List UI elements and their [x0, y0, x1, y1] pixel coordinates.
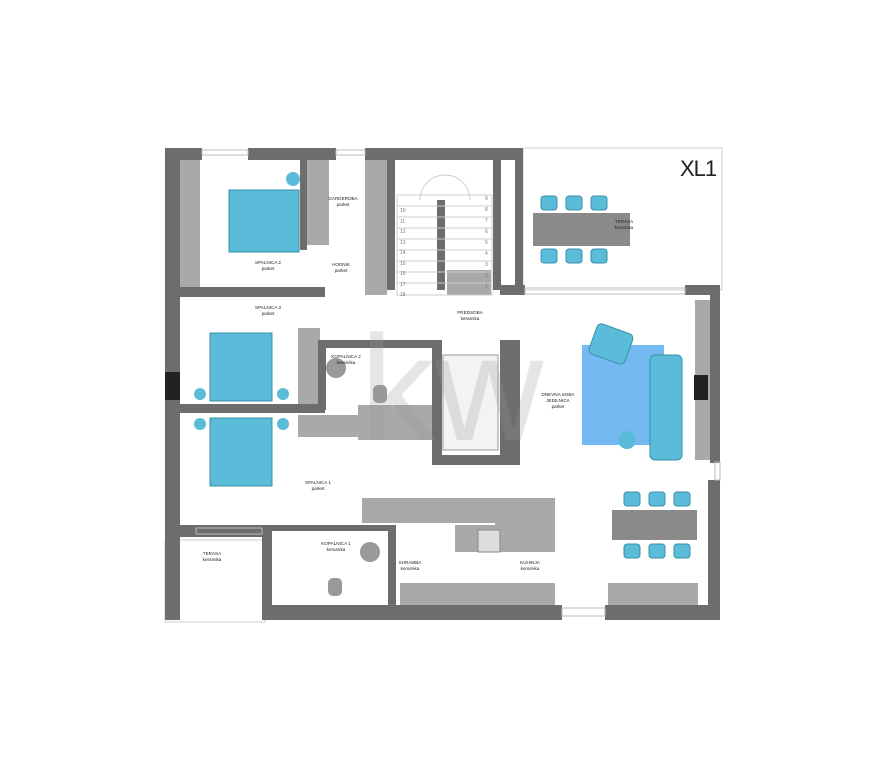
room-name: HODNIK	[332, 262, 350, 267]
stair-step-number: 14	[400, 250, 406, 256]
bed-spalnica-2	[228, 189, 300, 253]
room-floor: parket	[336, 202, 350, 207]
room-name: SPALNICA 2	[255, 260, 281, 265]
room-name: KUHINJA	[520, 560, 540, 565]
staircase[interactable]	[396, 174, 493, 296]
stair-step-number: 6	[485, 229, 488, 235]
room-floor: parket	[334, 268, 348, 273]
room-name: TERASA	[614, 219, 634, 224]
room-name: KOPALNICA 2	[331, 354, 361, 359]
room-name: GARDEROBA	[328, 196, 358, 201]
room-name: PREDSOBA	[457, 310, 483, 315]
furniture	[194, 172, 697, 596]
room-floor: keramika	[614, 225, 634, 230]
stair-step-number: 7	[485, 218, 488, 224]
stair-step-number: 5	[485, 240, 488, 246]
walls	[165, 148, 720, 620]
room-floor: keramika	[400, 566, 420, 571]
inner-walls	[180, 160, 710, 608]
room-floor: keramika	[336, 360, 356, 365]
room-name: KOPALNICA 1	[321, 541, 351, 546]
room-floor: parket	[311, 486, 325, 491]
room-floor: parket	[551, 404, 565, 409]
room-floor: keramika	[460, 316, 480, 321]
stair-step-number: 15	[400, 260, 406, 267]
stair-step-number: 13	[400, 239, 406, 246]
room-name: SHRAMBA	[398, 560, 422, 565]
room-floor: keramika	[520, 566, 540, 571]
stair-step-number: 3	[485, 262, 488, 268]
stair-step-number: 9	[485, 196, 488, 202]
room-name: DNEVNA SOBA JEDILNICA	[541, 392, 575, 403]
room-floor: parket	[261, 311, 275, 316]
terrace-table	[533, 213, 630, 246]
stair-step-number: 2	[485, 273, 488, 279]
stair-step-number: 11	[400, 218, 406, 225]
bed-spalnica-1	[209, 417, 273, 487]
room-name: SPALNICA 1	[305, 480, 331, 485]
unit-label: XL1	[680, 156, 717, 181]
room-floor: keramika	[326, 547, 346, 552]
room-name: TERASA	[202, 551, 222, 556]
watermark: kw	[360, 304, 544, 472]
stair-step-number: 1	[485, 284, 488, 290]
stair-step-number: 17	[400, 281, 406, 288]
stair-step-number: 18	[400, 292, 406, 298]
stair-step-number: 4	[485, 251, 488, 257]
stair-step-number: 16	[400, 271, 406, 277]
sofa	[649, 354, 683, 461]
terrace-lower	[164, 539, 266, 623]
room-floor: keramika	[202, 557, 222, 562]
dining-table	[612, 510, 697, 540]
stair-step-number: 10	[400, 208, 406, 214]
stair-step-number: 12	[400, 229, 406, 235]
bed-spalnica-3	[209, 332, 273, 402]
windows	[195, 149, 721, 617]
stair-step-number: 8	[485, 207, 488, 213]
armchair	[588, 323, 634, 365]
room-floor: parket	[261, 266, 275, 271]
room-name: SPALNICA 3	[255, 305, 281, 310]
